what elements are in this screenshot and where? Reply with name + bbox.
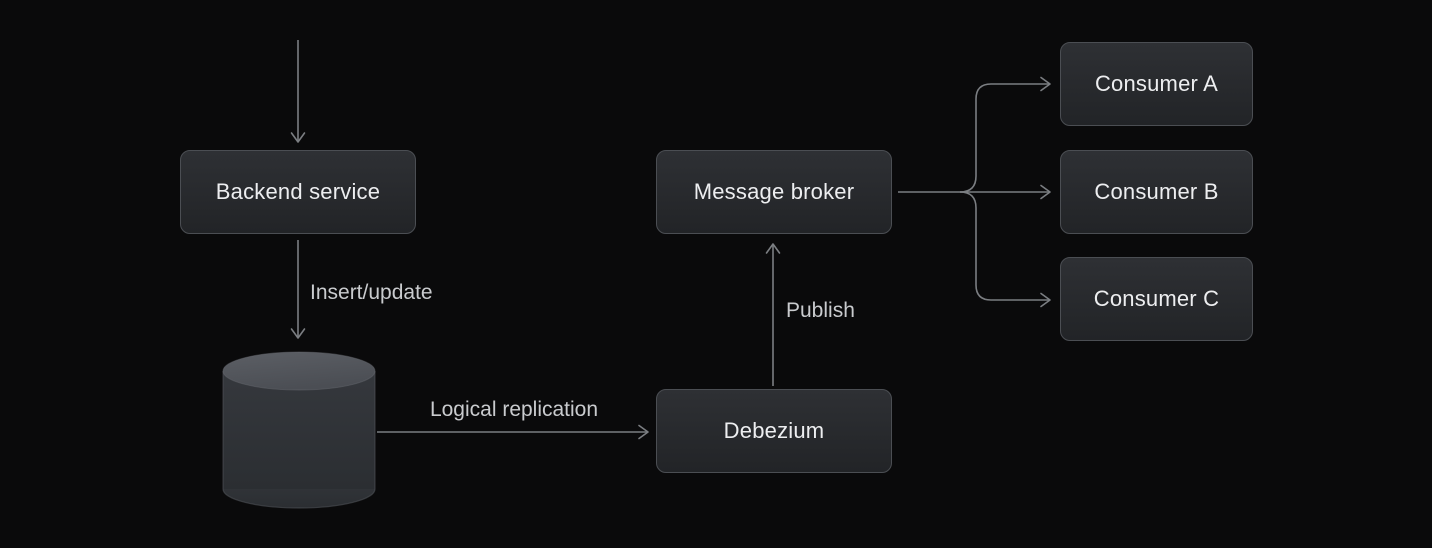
node-label: Backend service [215, 179, 381, 204]
node-message-broker: Message broker [656, 150, 892, 234]
arrow-broker-to-consumer-c [959, 191, 1051, 308]
database-cylinder-icon [222, 351, 376, 509]
node-label: Consumer C [1093, 286, 1220, 311]
node-backend-service: Backend service [180, 150, 416, 234]
node-consumer-c: Consumer C [1060, 257, 1253, 341]
node-label: Message broker [693, 179, 855, 204]
node-debezium: Debezium [656, 389, 892, 473]
node-consumer-b: Consumer B [1060, 150, 1253, 234]
edge-label-insert-update: Insert/update [310, 281, 433, 304]
node-label: Consumer A [1094, 71, 1219, 96]
edge-label-publish: Publish [786, 299, 855, 322]
node-label: Consumer B [1094, 179, 1219, 204]
node-consumer-a: Consumer A [1060, 42, 1253, 126]
node-label: Debezium [723, 418, 825, 443]
arrow-broker-to-consumer-a [959, 76, 1051, 193]
edge-label-logical-replication: Logical replication [429, 398, 599, 421]
